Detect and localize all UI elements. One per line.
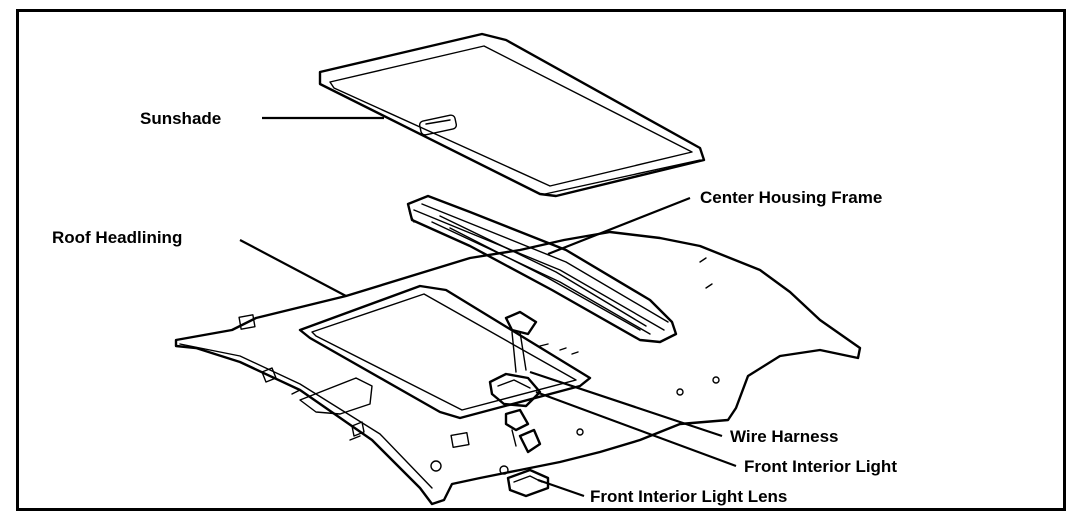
center-housing-frame-part	[406, 194, 678, 344]
front-interior-light-leader	[535, 390, 737, 468]
roof-headlining-part	[174, 230, 862, 506]
front-interior-light-lens-label: Front Interior Light Lens	[590, 487, 787, 506]
front-interior-light-label: Front Interior Light	[744, 457, 897, 476]
center-housing-frame-leader	[547, 196, 691, 256]
diagram-frame	[16, 9, 1066, 511]
sunshade-panel	[318, 32, 706, 198]
roof-headlining-leader	[239, 239, 347, 297]
center-housing-frame-label: Center Housing Frame	[700, 188, 882, 207]
roof-headlining-label: Roof Headlining	[52, 228, 182, 247]
sunshade-label: Sunshade	[140, 109, 221, 128]
front-interior-light-lens-leader	[537, 478, 585, 498]
wire-harness-leader	[529, 370, 723, 438]
wire-harness-label: Wire Harness	[730, 427, 839, 446]
